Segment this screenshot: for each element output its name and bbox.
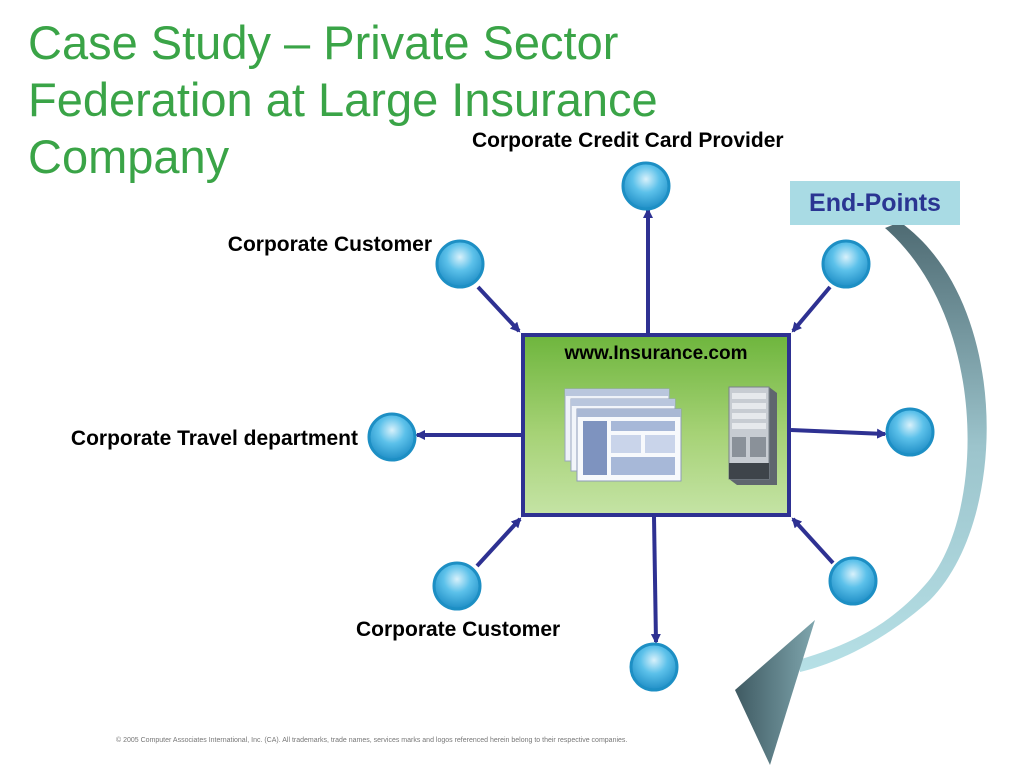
server-tower-icon [728, 386, 777, 485]
arrow-to-customer-bottom-lower [650, 516, 661, 644]
arrow-from-endpoint-tr [791, 285, 832, 333]
arrow-to-endpoint-right [790, 428, 887, 439]
globe-sphere-icon [432, 561, 482, 611]
globe-sphere-icon [435, 239, 485, 289]
globe-sphere-icon [621, 161, 671, 211]
browser-windows-icon [564, 388, 682, 482]
end-points-badge: End-Points [790, 181, 960, 225]
copyright-footer: © 2005 Computer Associates International… [116, 737, 628, 744]
globe-sphere-icon [821, 239, 871, 289]
title-line-3: Company [28, 130, 230, 183]
globe-sphere-icon [367, 412, 417, 462]
hub-url: www.Insurance.com [564, 343, 748, 364]
label-corporate-customer-bottom: Corporate Customer [356, 618, 561, 641]
endpoint-nodes [367, 161, 935, 692]
connectors [415, 208, 887, 644]
slide-title: Case Study – Private Sector Federation a… [28, 14, 658, 185]
label-corporate-travel: Corporate Travel department [70, 427, 358, 450]
label-corporate-customer-top: Corporate Customer [227, 233, 432, 256]
curved-arrow [735, 222, 987, 765]
arrow-from-customer-bottom [475, 517, 522, 568]
globe-sphere-icon [885, 407, 935, 457]
arrow-from-endpoint-br [791, 517, 835, 565]
title-line-2: Federation at Large Insurance [28, 73, 658, 126]
globe-sphere-icon [629, 642, 679, 692]
arrow-from-customer-top [476, 285, 521, 333]
title-line-1: Case Study – Private Sector [28, 16, 619, 69]
label-credit-card-provider: Corporate Credit Card Provider [472, 129, 784, 152]
globe-sphere-icon [828, 556, 878, 606]
insurance-hub: www.Insurance.com [521, 333, 791, 517]
